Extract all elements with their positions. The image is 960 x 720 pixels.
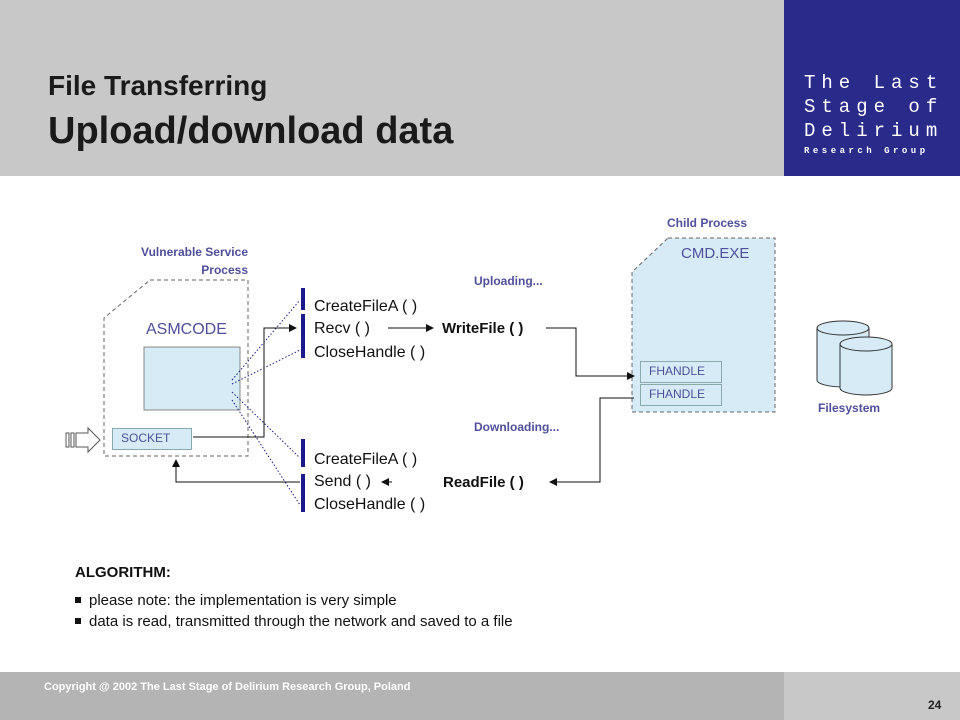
upload-closehandle: CloseHandle ( ) [314, 344, 426, 361]
copyright-text: Copyright @ 2002 The Last Stage of Delir… [44, 681, 411, 693]
asmcode-label: ASMCODE [146, 321, 227, 338]
algorithm-bullet-2: data is read, transmitted through the ne… [75, 613, 513, 630]
upload-call-bar-1 [301, 288, 305, 310]
download-closehandle: CloseHandle ( ) [314, 496, 426, 513]
bullet-icon [75, 597, 81, 603]
socket-to-recv-arrow [193, 324, 297, 438]
upload-recv: Recv ( ) [314, 320, 370, 337]
fhandle-box-2: FHANDLE [640, 384, 722, 406]
uploading-label: Uploading... [474, 274, 543, 288]
writefile-label: WriteFile ( ) [442, 320, 524, 337]
bullet-text: please note: the implementation is very … [89, 592, 397, 609]
vulnerable-label-line-2: Process [201, 263, 248, 277]
child-process-label: Child Process [667, 216, 748, 230]
brand-line-2: Stage of [804, 96, 944, 118]
writefile-to-fhandle-arrow [546, 327, 635, 380]
brand-line-1: The Last [804, 72, 944, 94]
downloading-label: Downloading... [474, 420, 560, 434]
download-send: Send ( ) [314, 473, 371, 490]
algorithm-bullet-1: please note: the implementation is very … [75, 592, 397, 609]
header-bar [0, 0, 784, 176]
bullet-text: data is read, transmitted through the ne… [89, 613, 513, 630]
slide-subtitle: Upload/download data [48, 110, 454, 152]
upload-createfile: CreateFileA ( ) [314, 298, 418, 315]
algorithm-heading: ALGORITHM: [75, 564, 171, 581]
download-createfile: CreateFileA ( ) [314, 451, 418, 468]
brand-subtitle: Research Group [804, 146, 929, 156]
footer-bar [0, 672, 784, 720]
socket-box: SOCKET [112, 428, 192, 450]
upload-call-bar-2 [301, 314, 305, 358]
readfile-label: ReadFile ( ) [443, 474, 524, 491]
vulnerable-label-line-1: Vulnerable Service [141, 245, 248, 259]
footer-right-panel [784, 672, 960, 720]
vulnerable-process-label: Vulnerable Service Process [104, 243, 248, 279]
bullet-icon [75, 618, 81, 624]
cmd-label: CMD.EXE [681, 245, 750, 262]
fhandle-to-readfile-arrow [549, 397, 634, 486]
filesystem-icon [816, 320, 893, 396]
input-arrow-icon [65, 426, 101, 454]
brand-logo: The Last Stage of Delirium Research Grou… [784, 0, 960, 176]
page-number: 24 [928, 698, 942, 712]
download-call-bar-2 [301, 474, 305, 512]
asmcode-box [143, 346, 241, 411]
download-call-bar-1 [301, 439, 305, 467]
filesystem-label: Filesystem [818, 401, 881, 415]
send-to-socket-arrow [172, 459, 300, 483]
brand-line-3: Delirium [804, 120, 944, 142]
fhandle-box-1: FHANDLE [640, 361, 722, 383]
slide-title: File Transferring [48, 70, 268, 101]
